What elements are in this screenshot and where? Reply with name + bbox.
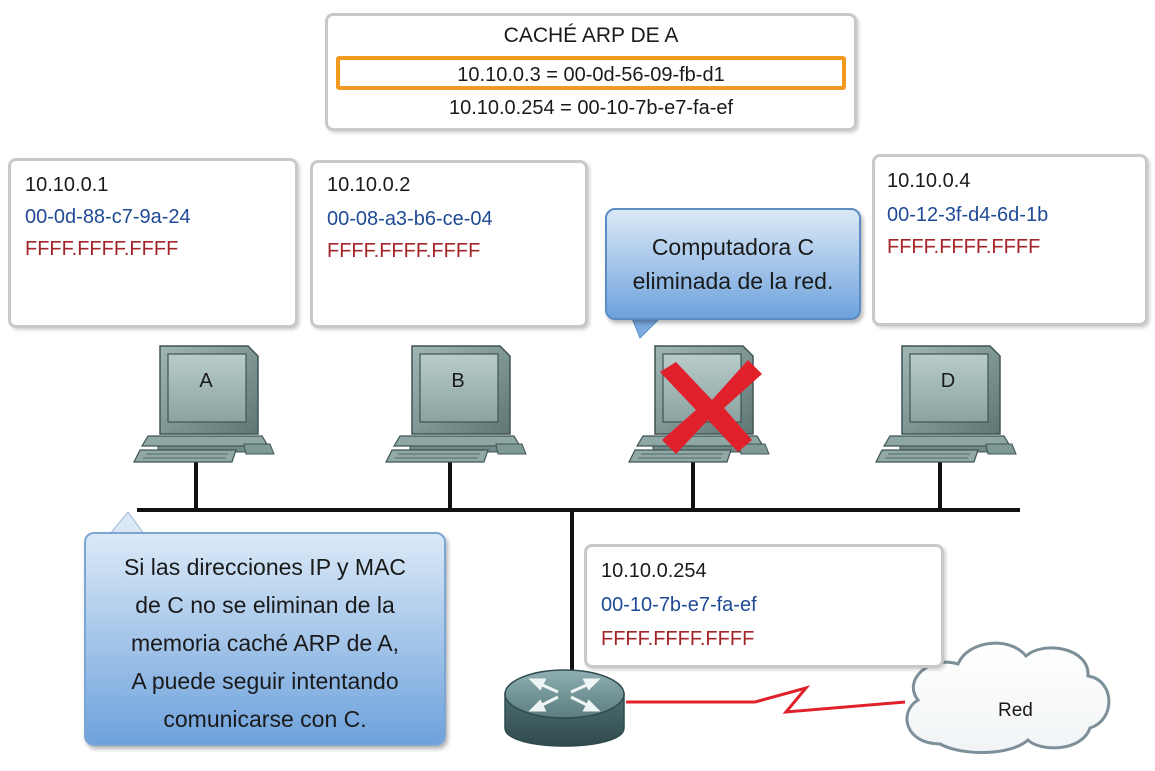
callout-c-line-1: Computadora C — [651, 234, 815, 260]
computer-a-label: A — [199, 370, 213, 392]
router-icon — [504, 669, 625, 747]
host-d-broadcast: FFFF.FFFF.FFFF — [887, 236, 1041, 258]
host-a-info-box: 10.10.0.1 00-0d-88-c7-9a-24 FFFF.FFFF.FF… — [8, 158, 298, 328]
host-a-broadcast: FFFF.FFFF.FFFF — [25, 238, 179, 260]
host-d-info-box: 10.10.0.4 00-12-3f-d4-6d-1b FFFF.FFFF.FF… — [872, 154, 1148, 326]
host-a-mac: 00-0d-88-c7-9a-24 — [25, 206, 191, 228]
host-d-mac: 00-12-3f-d4-6d-1b — [887, 204, 1049, 226]
router-info-box: 10.10.0.254 00-10-7b-e7-fa-ef FFFF.FFFF.… — [584, 544, 944, 668]
wan-link — [626, 685, 906, 714]
network-bus — [137, 458, 1020, 690]
callout-note: Si las direcciones IP y MAC de C no se e… — [84, 532, 446, 746]
router-broadcast: FFFF.FFFF.FFFF — [601, 628, 755, 650]
arp-cache-entry-c: 10.10.0.3 = 00-0d-56-09-fb-d1 — [336, 56, 846, 90]
host-b-broadcast: FFFF.FFFF.FFFF — [327, 240, 481, 262]
note-line-1: Si las direcciones IP y MAC — [123, 554, 407, 580]
callout-c-tail — [631, 317, 662, 339]
host-d-ip: 10.10.0.4 — [887, 170, 971, 192]
note-line-5: comunicarse con C. — [163, 706, 367, 732]
arp-cache-box: CACHÉ ARP DE A 10.10.0.3 = 00-0d-56-09-f… — [325, 13, 857, 131]
cloud-label: Red — [998, 700, 1033, 721]
router-mac: 00-10-7b-e7-fa-ef — [601, 594, 757, 616]
host-b-mac: 00-08-a3-b6-ce-04 — [327, 208, 493, 230]
computer-b-label: B — [451, 370, 465, 392]
callout-computer-c: Computadora C eliminada de la red. — [605, 208, 861, 320]
computer-a-icon — [133, 345, 275, 463]
note-line-3: memoria caché ARP de A, — [130, 630, 400, 656]
callout-c-line-2: eliminada de la red. — [632, 268, 834, 294]
host-a-ip: 10.10.0.1 — [25, 174, 109, 196]
note-line-2: de C no se eliminan de la — [135, 592, 395, 618]
arp-cache-entry-router: 10.10.0.254 = 00-10-7b-e7-fa-ef — [448, 97, 734, 119]
callout-note-tail — [108, 511, 145, 535]
note-line-4: A puede seguir intentando — [131, 668, 399, 694]
computer-d-icon — [875, 345, 1017, 463]
computer-d-label: D — [940, 370, 956, 392]
host-b-ip: 10.10.0.2 — [327, 174, 411, 196]
network-cloud-icon — [905, 641, 1111, 754]
removed-x-icon — [660, 360, 762, 454]
arp-cache-title: CACHÉ ARP DE A — [503, 24, 679, 47]
computer-b-icon — [385, 345, 527, 463]
router-ip: 10.10.0.254 — [601, 560, 707, 582]
host-b-info-box: 10.10.0.2 00-08-a3-b6-ce-04 FFFF.FFFF.FF… — [310, 160, 588, 328]
